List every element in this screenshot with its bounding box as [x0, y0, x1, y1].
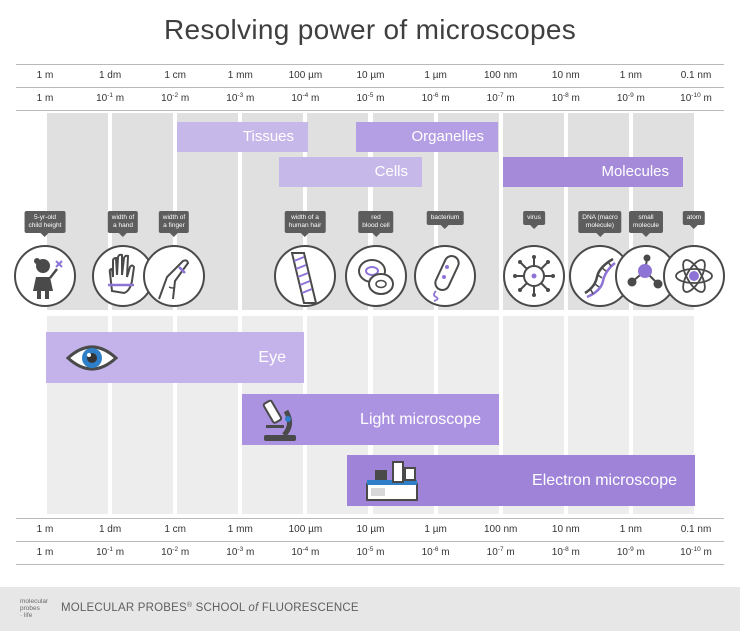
eye-icon	[66, 345, 118, 371]
scale-unit-label: 10 µm	[356, 70, 385, 81]
scale-power-label: 10-2 m	[161, 92, 190, 104]
scale-power-label: 10-5 m	[356, 92, 385, 104]
scale-power-label: 10-3 m	[226, 546, 255, 558]
scale-power-label: 10-10 m	[680, 546, 712, 558]
scale-power-label: 10-9 m	[616, 92, 645, 104]
scale-power-label: 10-1 m	[96, 92, 125, 104]
object-label: virus	[523, 211, 545, 229]
scale-line	[16, 564, 724, 565]
scale-power-label: 10-8 m	[551, 546, 580, 558]
scale-power-label: 10-10 m	[680, 92, 712, 104]
light-microscope-icon	[262, 399, 296, 441]
page-title: Resolving power of microscopes	[163, 14, 577, 45]
scale-unit-label: 1 µm	[424, 70, 447, 81]
scale-unit-label: 1 nm	[619, 70, 642, 81]
child-icon	[14, 245, 76, 307]
hair-icon	[274, 245, 336, 307]
scale-unit-label: 100 µm	[288, 524, 323, 535]
tool-band-light-microscope: Light microscope	[242, 394, 499, 445]
scale-line	[16, 87, 724, 88]
scale-power-label: 10-6 m	[421, 546, 450, 558]
scale-power-label: 10-6 m	[421, 92, 450, 104]
scale-line	[16, 518, 724, 519]
finger-icon	[143, 245, 205, 307]
scale-power-label: 10-9 m	[616, 546, 645, 558]
tool-label: Eye	[258, 349, 286, 366]
scale-unit-label: 1 mm	[227, 70, 253, 81]
atom-icon	[663, 245, 725, 307]
scale-unit-label: 1 mm	[227, 524, 253, 535]
category-band-cells: Cells	[279, 157, 422, 187]
scale-unit-label: 10 µm	[356, 524, 385, 535]
scale-unit-label: 0.1 nm	[680, 524, 712, 535]
scale-line	[16, 110, 724, 111]
scale-power-label: 10-4 m	[291, 92, 320, 104]
scale-unit-label: 0.1 nm	[680, 70, 712, 81]
object-label: bacterium	[426, 211, 464, 229]
scale-unit-label: 1 µm	[424, 524, 447, 535]
scale-power-label: 10-4 m	[291, 546, 320, 558]
scale-power-label: 10-2 m	[161, 546, 190, 558]
scale-unit-label: 1 m	[36, 524, 54, 535]
footer-title: MOLECULAR PROBES® SCHOOL of FLUORESCENCE	[61, 602, 359, 614]
scale-line	[16, 541, 724, 542]
scale-power-label: 10-8 m	[551, 92, 580, 104]
category-band-tissues: Tissues	[177, 122, 308, 152]
scale-power-label: 1 m	[36, 93, 54, 104]
scale-unit-label: 1 m	[36, 70, 54, 81]
tool-label: Electron microscope	[532, 472, 677, 489]
object-label: atom	[682, 211, 706, 229]
category-band-organelles: Organelles	[356, 122, 498, 152]
scale-line	[16, 64, 724, 65]
scale-unit-label: 1 cm	[164, 524, 187, 535]
scale-unit-label: 10 nm	[551, 524, 580, 535]
scale-unit-label: 100 nm	[484, 524, 518, 535]
bacterium-icon	[414, 245, 476, 307]
scale-unit-label: 1 cm	[164, 70, 187, 81]
scale-unit-label: 10 nm	[551, 70, 580, 81]
scale-unit-label: 100 µm	[288, 70, 323, 81]
red-blood-cell-icon	[345, 245, 407, 307]
scale-power-label: 10-3 m	[226, 92, 255, 104]
virus-icon	[503, 245, 565, 307]
scale-power-label: 10-7 m	[486, 546, 515, 558]
tool-band-electron-microscope: Electron microscope	[347, 455, 695, 506]
scale-unit-label: 1 nm	[619, 524, 642, 535]
scale-power-label: 10-7 m	[486, 92, 515, 104]
electron-microscope-icon	[366, 461, 418, 501]
tool-label: Light microscope	[360, 411, 481, 428]
scale-unit-label: 100 nm	[484, 70, 518, 81]
scale-unit-label: 1 dm	[98, 524, 122, 535]
scale-power-label: 1 m	[36, 547, 54, 558]
scale-power-label: 10-5 m	[356, 546, 385, 558]
tool-band-eye: Eye	[46, 332, 304, 383]
category-band-molecules: Molecules	[503, 157, 683, 187]
scale-unit-label: 1 dm	[98, 70, 122, 81]
scale-power-label: 10-1 m	[96, 546, 125, 558]
